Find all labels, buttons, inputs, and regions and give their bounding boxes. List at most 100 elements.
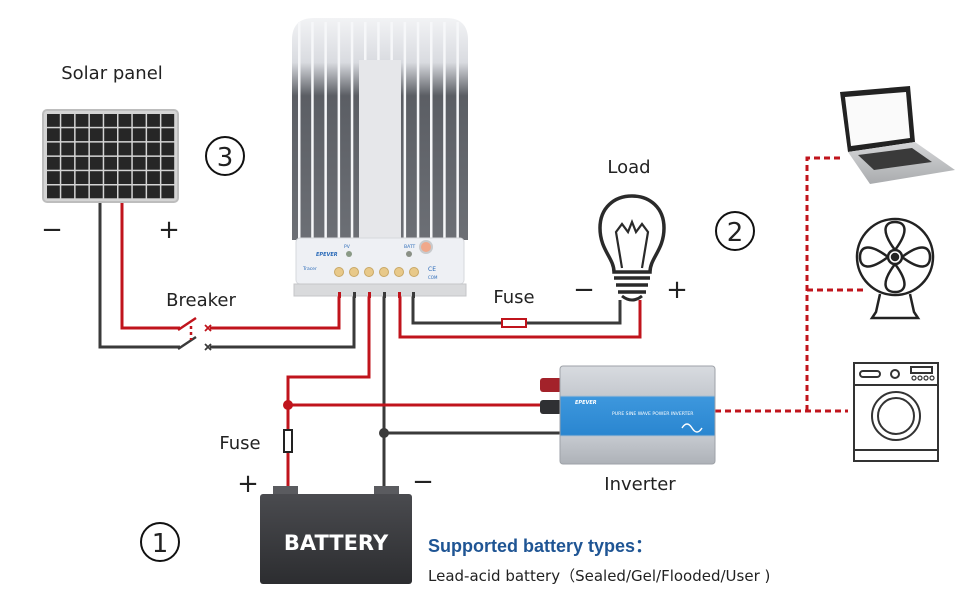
- wire-solar-positive: [120, 203, 180, 330]
- heatsink-fin: [403, 22, 407, 240]
- terminal-screw: [349, 267, 359, 277]
- solar-cells: [47, 114, 175, 199]
- solar-cell: [75, 114, 89, 127]
- controller-com: COM: [428, 275, 438, 280]
- battery-types-heading: Supported battery types：: [428, 536, 653, 556]
- breaker-label: Breaker: [166, 290, 236, 311]
- battery-label: BATTERY: [284, 531, 389, 555]
- inverter-title: PURE SINE WAVE POWER INVERTER: [612, 411, 694, 417]
- solar-cell: [61, 114, 75, 127]
- solar-cell: [118, 156, 132, 170]
- inverter-brand: EPEVER: [575, 400, 597, 406]
- heatsink-fin: [298, 22, 301, 240]
- solar-panel: [42, 109, 179, 203]
- battery: BATTERY: [260, 486, 412, 584]
- solar-cell: [118, 185, 132, 199]
- heatsink-fin: [430, 22, 433, 240]
- solar-cell: [61, 128, 75, 142]
- solar-cell: [75, 171, 89, 184]
- solar-cell: [161, 171, 175, 184]
- terminal-screw: [364, 267, 374, 277]
- terminal-screw: [379, 267, 389, 277]
- heatsink-fin: [416, 22, 420, 240]
- solar-cell: [104, 185, 117, 199]
- terminal-screw: [409, 267, 419, 277]
- step-3-badge: 3: [205, 136, 245, 176]
- solar-cell: [147, 142, 160, 156]
- solar-cell: [118, 171, 132, 184]
- solar-cell: [61, 185, 75, 199]
- solar-cell: [161, 114, 175, 127]
- solar-cell: [61, 142, 75, 156]
- solar-cell: [161, 142, 175, 156]
- load-plus-label: +: [666, 275, 688, 305]
- solar-cell: [104, 114, 117, 127]
- wire-controller-battery-positive: [286, 295, 371, 492]
- load-fuse-label: Fuse: [493, 287, 534, 308]
- solar-cell: [132, 156, 146, 170]
- controller-brand: EPEVER: [316, 252, 338, 258]
- solar-cell: [104, 171, 117, 184]
- solar-cell: [89, 128, 103, 142]
- controller-batt-label: BATT: [404, 244, 415, 250]
- heatsink-fin: [311, 22, 314, 240]
- solar-cell: [89, 156, 103, 170]
- fan-icon: [855, 217, 935, 320]
- load-fuse: [501, 318, 527, 328]
- junction-negative: [379, 428, 389, 438]
- charge-controller: EPEVER PV BATT Tracer CE COM: [292, 18, 468, 298]
- inverter-label: Inverter: [604, 474, 676, 495]
- solar-minus-label: −: [41, 215, 63, 245]
- svg-text:3: 3: [217, 143, 234, 173]
- solar-cell: [104, 156, 117, 170]
- terminal-screw: [334, 267, 344, 277]
- controller-button[interactable]: [419, 240, 433, 254]
- solar-cell: [132, 142, 146, 156]
- solar-cell: [104, 128, 117, 142]
- heatsink-fin: [337, 22, 341, 240]
- solar-cell: [104, 142, 117, 156]
- solar-cell: [147, 156, 160, 170]
- step-2-badge: 2: [715, 211, 755, 251]
- heatsink-fin: [324, 22, 327, 240]
- solar-cell: [75, 185, 89, 199]
- solar-cell: [89, 142, 103, 156]
- solar-plus-label: +: [158, 215, 180, 245]
- wire-load-positive: [398, 295, 642, 339]
- controller-pv-label: PV: [344, 244, 351, 250]
- solar-cell: [118, 114, 132, 127]
- solar-cell: [132, 171, 146, 184]
- solar-cell: [147, 171, 160, 184]
- solar-cell: [47, 171, 60, 184]
- solar-cell: [75, 142, 89, 156]
- svg-text:2: 2: [727, 218, 744, 248]
- junction-positive: [283, 400, 293, 410]
- solar-cell: [75, 128, 89, 142]
- breaker-switch[interactable]: [177, 316, 212, 351]
- step-1-badge: 1: [140, 522, 180, 562]
- solar-cell: [118, 142, 132, 156]
- solar-cell: [161, 185, 175, 199]
- solar-cell: [161, 156, 175, 170]
- inverter: EPEVER PURE SINE WAVE POWER INVERTER: [540, 365, 716, 465]
- battery-plus-label: +: [237, 469, 259, 499]
- heatsink-fin: [350, 22, 354, 240]
- solar-cell: [89, 185, 103, 199]
- solar-cell: [47, 128, 60, 142]
- solar-cell: [75, 156, 89, 170]
- battery-fuse: [283, 429, 293, 453]
- light-bulb-icon: [598, 194, 666, 302]
- solar-cell: [61, 156, 75, 170]
- solar-cell: [132, 185, 146, 199]
- solar-cell: [47, 156, 60, 170]
- solar-cell: [61, 171, 75, 184]
- solar-cell: [89, 171, 103, 184]
- controller-model: Tracer: [302, 266, 317, 272]
- wire-solar-negative: [98, 203, 180, 349]
- controller-faceplate: [295, 237, 465, 285]
- controller-ce: CE: [428, 266, 436, 273]
- wire-breaker-pv-positive: [210, 295, 341, 330]
- load-minus-label: −: [573, 275, 595, 305]
- solar-cell: [118, 128, 132, 142]
